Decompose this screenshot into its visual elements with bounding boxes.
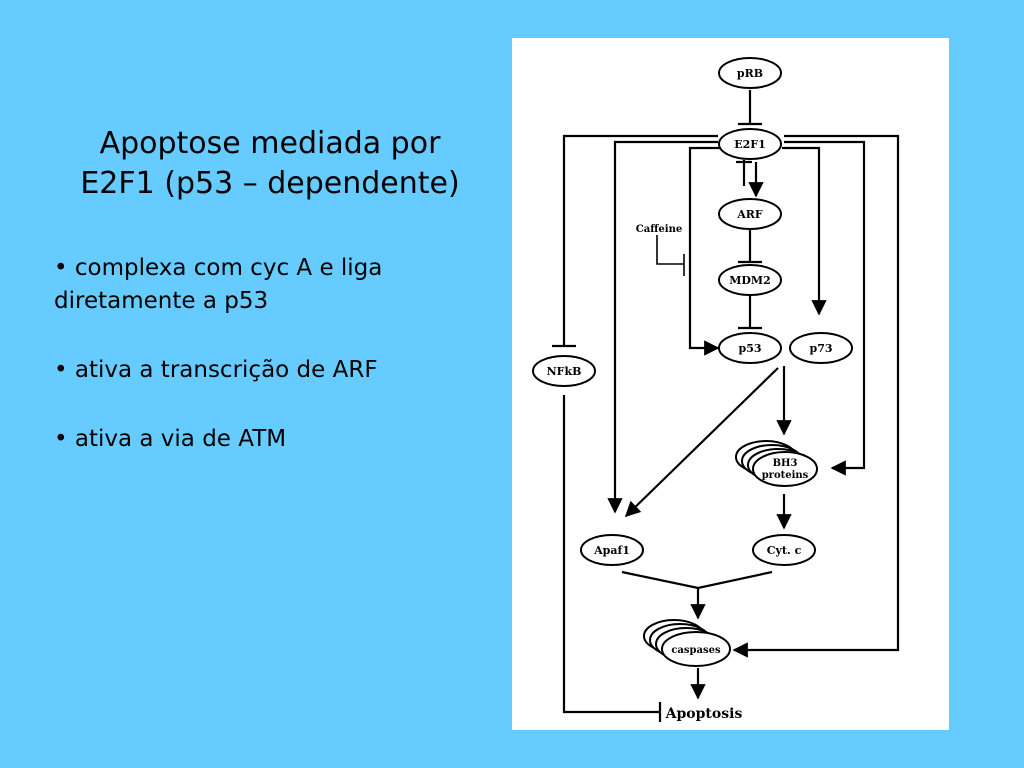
edge-e2f1-activates-caspases [732, 134, 900, 658]
edge-e2f1-activates-bh3 [784, 140, 866, 476]
node-e2f1-label: E2F1 [734, 138, 766, 151]
node-apaf1: Apaf1 [580, 534, 644, 566]
node-p73-label: p73 [810, 342, 833, 355]
bullet-item-2: • ativa a transcrição de ARF [54, 357, 378, 383]
edge-p53-activates-apaf1 [624, 367, 779, 518]
node-prb-label: pRB [737, 67, 763, 80]
node-apaf1-label: Apaf1 [593, 544, 630, 557]
node-arf-label: ARF [736, 208, 763, 221]
node-apoptosis-label: Apoptosis [665, 706, 743, 722]
node-e2f1: E2F1 [718, 128, 782, 160]
node-bh3-label-2: proteins [762, 470, 809, 481]
slide-title-line-2: E2F1 (p53 – dependente) [80, 166, 460, 201]
edge-nfkb-inhibits-apoptosis [562, 395, 660, 714]
node-nfkb: NFkB [532, 355, 596, 387]
edge-e2f1-inhibits-nfkb [562, 134, 718, 346]
node-bh3-proteins: BH3 proteins [735, 440, 818, 487]
edge-apaf1-cytc-converge [621, 570, 773, 590]
pathway-figure: pRB E2F1 ARF Caffeine MDM2 p53 p73 NFkB [512, 38, 949, 730]
node-mdm2: MDM2 [718, 264, 782, 296]
edge-caffeine-inhibits [656, 235, 684, 265]
node-nfkb-label: NFkB [547, 365, 582, 378]
bullet-item-3: • ativa a via de ATM [54, 426, 287, 452]
node-mdm2-label: MDM2 [729, 274, 771, 287]
bullet-list: • complexa com cyc A e liga diretamente … [54, 252, 474, 492]
node-caspases-label: caspases [671, 645, 721, 656]
node-cytc: Cyt. c [752, 534, 816, 566]
node-caspases: caspases [643, 619, 731, 667]
node-bh3-label-1: BH3 [773, 458, 798, 469]
edge-e2f1-activates-p53 [688, 146, 720, 356]
node-prb: pRB [718, 57, 782, 89]
node-caffeine-label: Caffeine [636, 224, 682, 235]
node-p53-label: p53 [739, 342, 762, 355]
node-p53: p53 [718, 332, 782, 364]
bullet-item-1: • complexa com cyc A e liga diretamente … [54, 255, 383, 314]
edge-e2f1-activates-p73 [782, 146, 827, 316]
pathway-diagram: pRB E2F1 ARF Caffeine MDM2 p53 p73 NFkB [532, 57, 900, 722]
node-p73: p73 [789, 332, 853, 364]
node-cytc-label: Cyt. c [767, 544, 802, 557]
slide-title-line-1: Apoptose mediada por [99, 126, 441, 161]
edge-e2f1-activates-apaf1 [607, 140, 718, 514]
node-arf: ARF [718, 198, 782, 230]
slide-title: Apoptose mediada por E2F1 (p53 – depende… [50, 124, 490, 204]
